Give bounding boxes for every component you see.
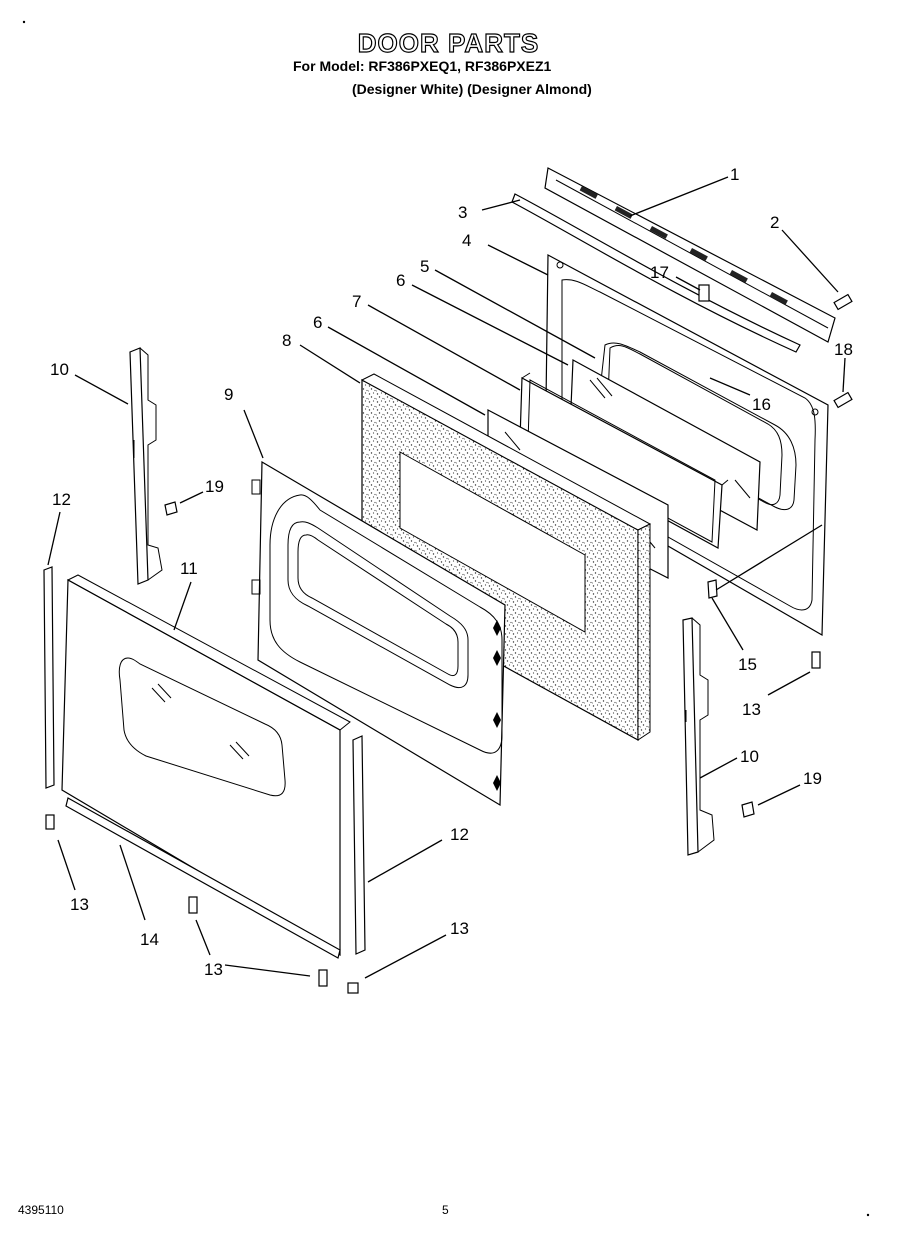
clips	[164, 501, 755, 818]
callout-8: 8	[282, 331, 291, 350]
leader-lines	[47, 176, 846, 979]
left-hinge-channel	[129, 347, 163, 585]
callout-15: 15	[738, 655, 757, 674]
callout-16: 16	[752, 395, 771, 414]
callout-labels: 1 2 3 4 5 6 6 7 8 9 10 10 11 12 12 13 13…	[50, 165, 853, 979]
left-side-trim	[43, 566, 55, 789]
callout-4: 4	[462, 231, 471, 250]
callout-10b: 10	[740, 747, 759, 766]
door-liner	[251, 460, 506, 807]
variant-line: (Designer White) (Designer Almond)	[352, 81, 592, 97]
callout-11: 11	[180, 559, 198, 578]
screws	[45, 284, 853, 994]
right-hinge-channel	[682, 617, 715, 856]
document-number: 4395110	[18, 1203, 64, 1217]
callout-17: 17	[650, 263, 669, 282]
callout-3: 3	[458, 203, 467, 222]
callout-6b: 6	[313, 313, 322, 332]
callout-5: 5	[420, 257, 429, 276]
callout-6a: 6	[396, 271, 405, 290]
callout-12a: 12	[52, 490, 71, 509]
scan-mark	[866, 1213, 870, 1217]
door-top-trim	[544, 167, 836, 343]
callout-10a: 10	[50, 360, 69, 379]
callout-14: 14	[140, 930, 159, 949]
callout-13c: 13	[204, 960, 223, 979]
callout-19a: 19	[205, 477, 224, 496]
model-line: For Model: RF386PXEQ1, RF386PXEZ1	[293, 58, 552, 74]
page-number: 5	[442, 1203, 449, 1217]
right-side-trim	[352, 735, 366, 955]
scan-mark	[22, 20, 26, 24]
bottom-trim	[65, 797, 341, 959]
callout-1: 1	[730, 165, 739, 184]
callout-19b: 19	[803, 769, 822, 788]
page-title: DOOR PARTS	[357, 27, 540, 58]
callout-13b: 13	[70, 895, 89, 914]
callout-9: 9	[224, 385, 233, 404]
callout-18: 18	[834, 340, 853, 359]
callout-13d: 13	[450, 919, 469, 938]
glass-pack	[519, 372, 729, 549]
vent-strip	[511, 193, 801, 353]
outer-door-panel	[61, 574, 351, 957]
callout-12b: 12	[450, 825, 469, 844]
callout-13a: 13	[742, 700, 761, 719]
callout-7: 7	[352, 292, 361, 311]
callout-2: 2	[770, 213, 779, 232]
door-insulation	[360, 373, 652, 742]
